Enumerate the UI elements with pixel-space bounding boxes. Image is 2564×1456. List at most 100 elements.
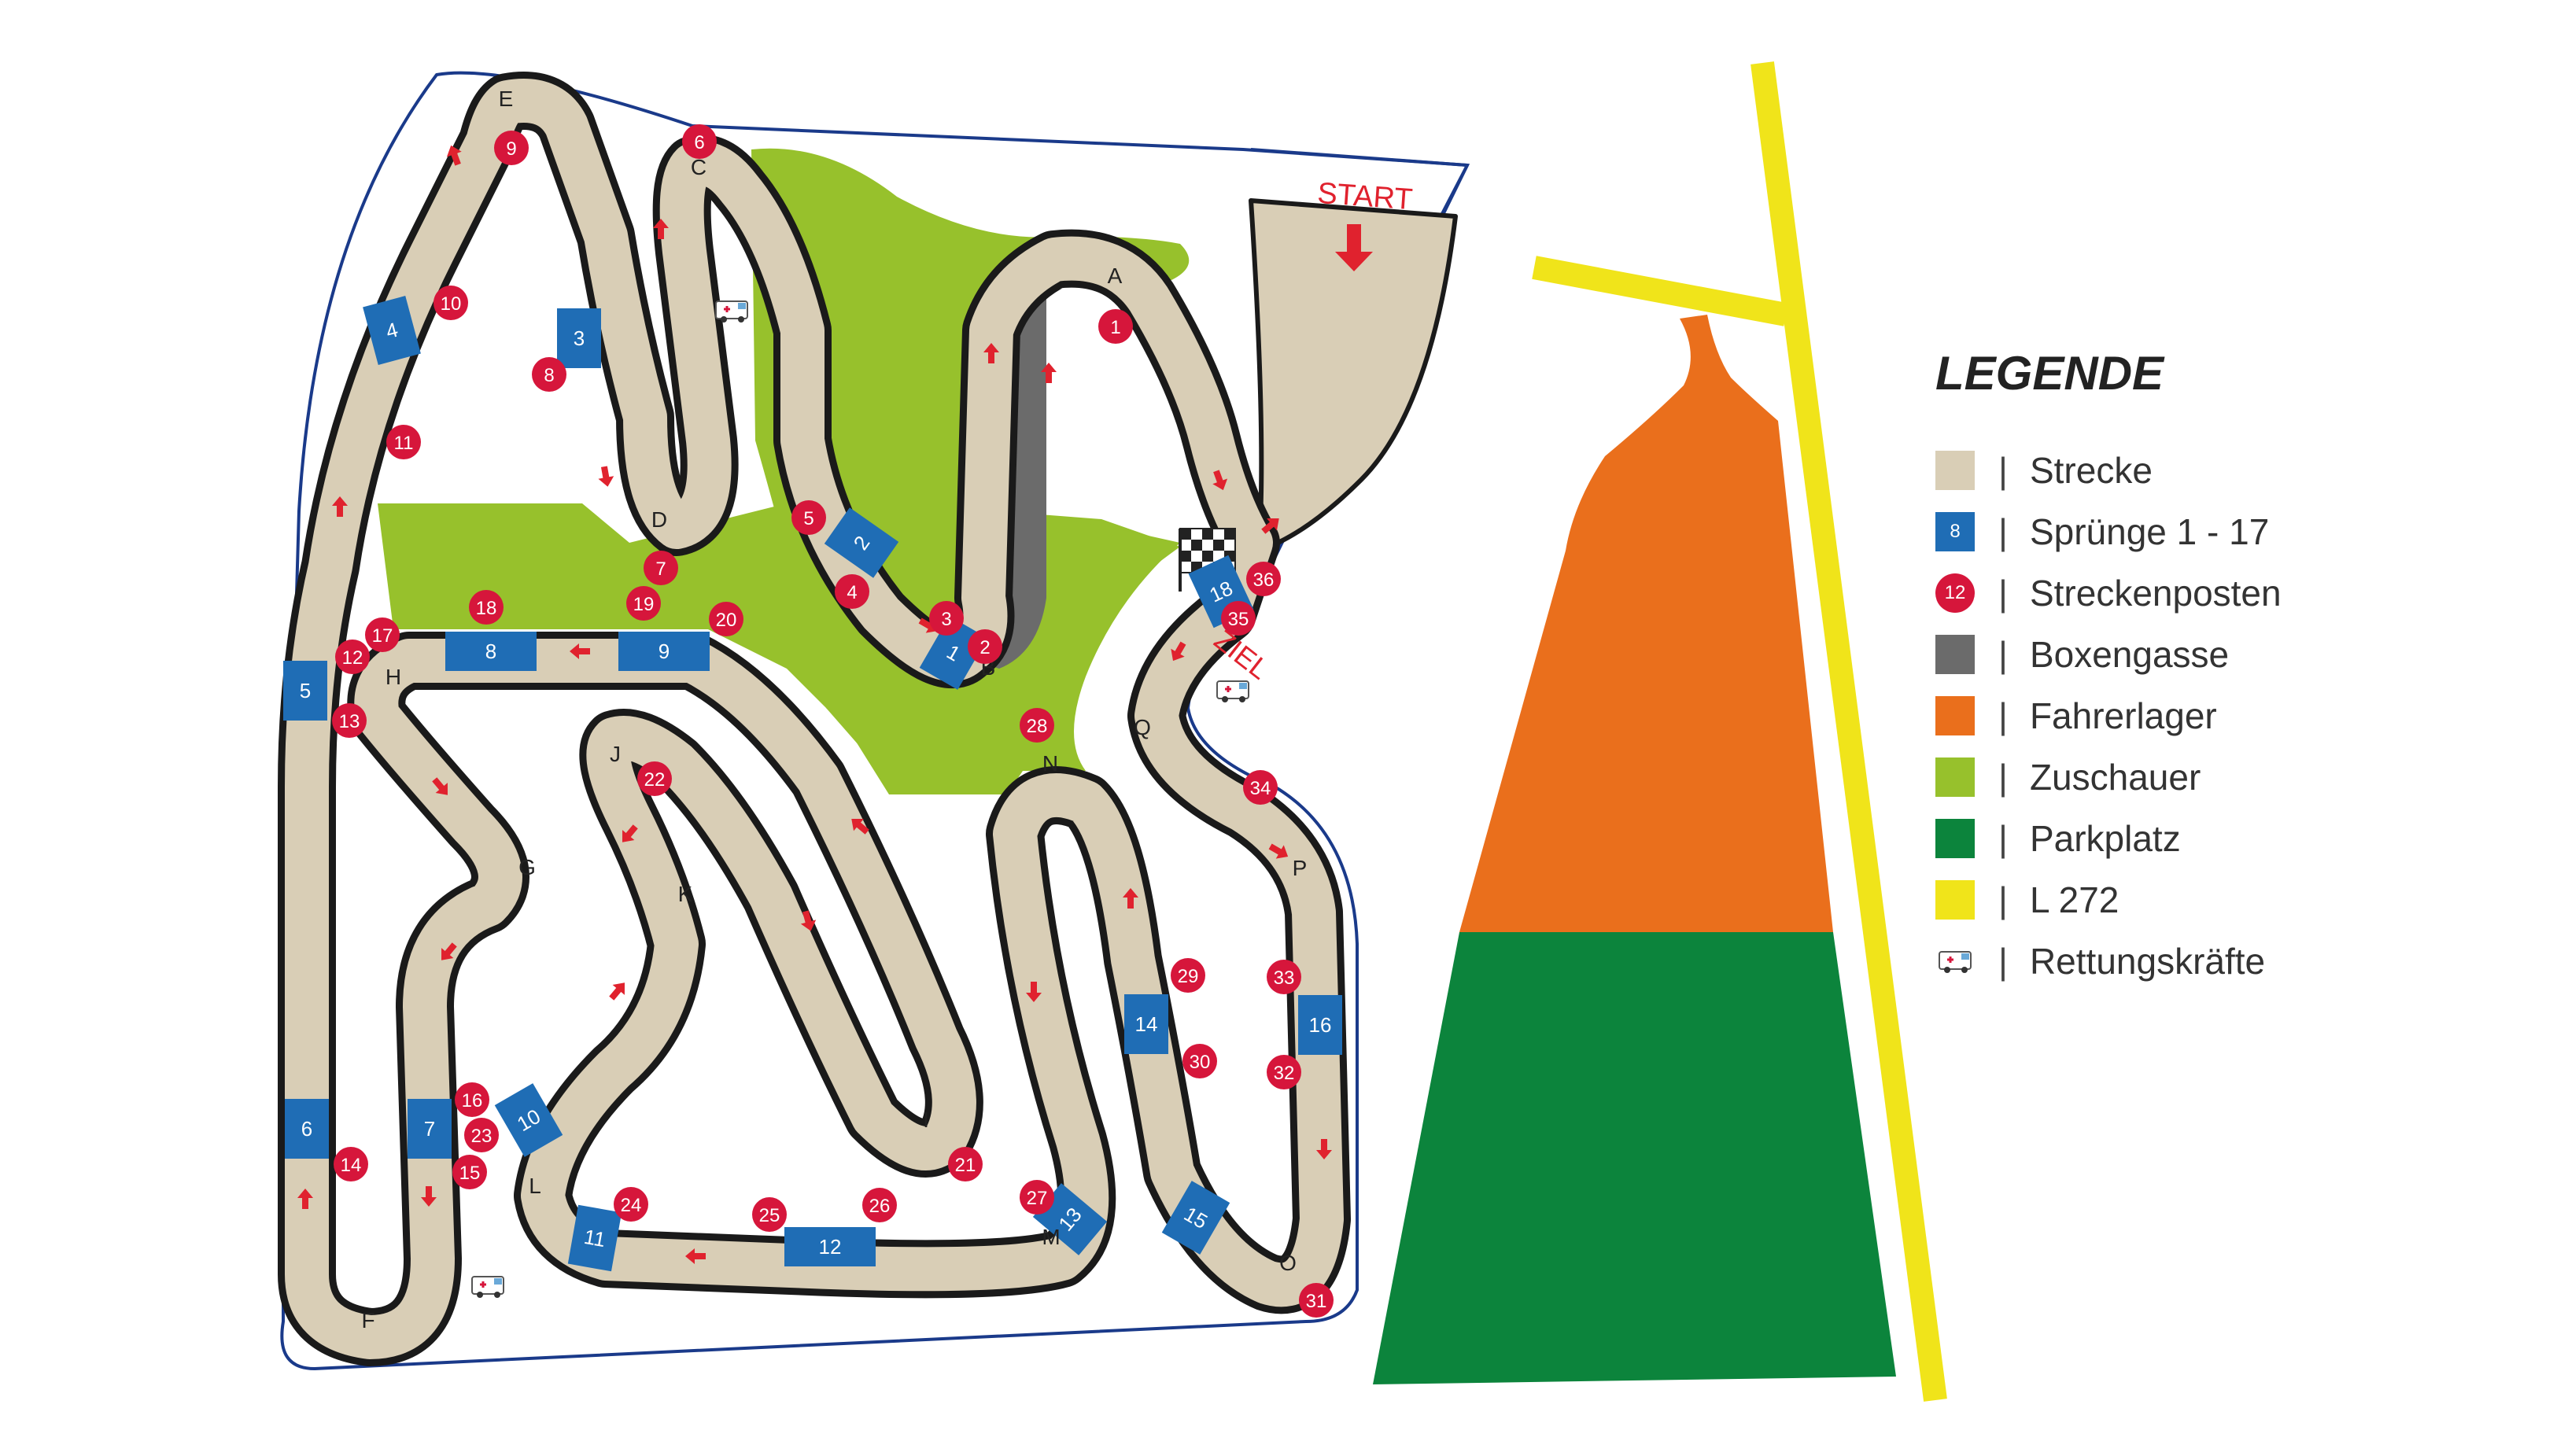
marshal-post-label: 13 bbox=[339, 711, 360, 732]
marshal-post-label: 12 bbox=[342, 647, 363, 669]
direction-arrow-icon bbox=[441, 942, 457, 960]
legend-separator: | bbox=[1998, 757, 2008, 798]
direction-arrow-icon bbox=[800, 910, 817, 931]
section-letter-G: G bbox=[518, 855, 536, 879]
marshal-post-31: 31 bbox=[1299, 1283, 1334, 1318]
marshal-post-35: 35 bbox=[1221, 601, 1256, 636]
legend-item: 12|Streckenposten bbox=[1935, 562, 2533, 624]
section-letter-D: D bbox=[651, 507, 667, 532]
marshal-post-label: 32 bbox=[1274, 1063, 1295, 1084]
marshal-post-33: 33 bbox=[1267, 960, 1301, 994]
parking-area bbox=[1373, 932, 1896, 1384]
marshal-post-11: 11 bbox=[386, 425, 421, 459]
marshal-post-1: 1 bbox=[1098, 309, 1133, 344]
legend-item-label: Fahrerlager bbox=[2029, 695, 2217, 736]
jump-12: 12 bbox=[784, 1227, 876, 1266]
marshal-post-label: 6 bbox=[694, 132, 704, 153]
jump-label: 5 bbox=[300, 679, 311, 702]
marshal-post-3: 3 bbox=[929, 601, 964, 636]
marshal-post-label: 20 bbox=[716, 610, 737, 631]
jump-label: 12 bbox=[819, 1235, 842, 1259]
jump-8: 8 bbox=[445, 632, 537, 671]
marshal-post-label: 8 bbox=[544, 365, 554, 386]
jump-label: 3 bbox=[574, 326, 585, 350]
legend-item-label: Sprünge 1 - 17 bbox=[2029, 511, 2270, 552]
ambulance-icon bbox=[715, 300, 748, 323]
marshal-post-label: 22 bbox=[644, 769, 666, 791]
road-l272-branch bbox=[1532, 256, 1788, 326]
marshal-post-label: 10 bbox=[441, 293, 462, 315]
legend-swatch bbox=[1935, 880, 1975, 920]
section-letter-P: P bbox=[1293, 856, 1308, 880]
marshal-post-label: 27 bbox=[1027, 1188, 1048, 1209]
legend-swatch bbox=[1935, 696, 1975, 735]
marshal-post-label: 24 bbox=[621, 1195, 642, 1216]
legend-swatch bbox=[1935, 635, 1975, 674]
jump-label: 8 bbox=[485, 640, 496, 663]
legend-separator: | bbox=[1998, 941, 2008, 982]
legend-item: |Parkplatz bbox=[1935, 808, 2533, 869]
marshal-post-label: 28 bbox=[1027, 716, 1048, 737]
marshal-post-label: 2 bbox=[979, 637, 990, 658]
direction-arrow-icon bbox=[332, 496, 348, 517]
direction-arrow-icon bbox=[622, 824, 638, 842]
jump-16: 16 bbox=[1298, 995, 1342, 1055]
legend-separator: | bbox=[1998, 695, 2008, 736]
start-arrow-icon bbox=[1335, 224, 1373, 271]
direction-arrow-icon bbox=[1041, 363, 1057, 383]
direction-arrow-icon bbox=[609, 982, 625, 1001]
legend-separator: | bbox=[1998, 511, 2008, 552]
marshal-post-28: 28 bbox=[1020, 708, 1054, 743]
marshal-post-13: 13 bbox=[332, 703, 367, 738]
legend-item-label: Streckenposten bbox=[2029, 573, 2282, 614]
direction-arrow-icon bbox=[1316, 1139, 1332, 1159]
section-letter-O: O bbox=[1279, 1251, 1297, 1275]
legend-swatch: 12 bbox=[1935, 573, 1975, 613]
marshal-post-label: 31 bbox=[1306, 1291, 1327, 1312]
marshal-post-5: 5 bbox=[791, 500, 826, 535]
marshal-post-label: 11 bbox=[394, 433, 414, 454]
marshal-post-label: 25 bbox=[759, 1205, 780, 1226]
marshal-post-21: 21 bbox=[948, 1147, 983, 1181]
marshal-post-10: 10 bbox=[433, 286, 468, 320]
marshal-post-label: 14 bbox=[341, 1155, 362, 1176]
legend-item: | Strecke bbox=[1935, 440, 2533, 501]
paddock-area bbox=[1459, 315, 1833, 932]
legend-swatch bbox=[1935, 757, 1975, 797]
section-letter-I: I bbox=[923, 1108, 929, 1132]
section-letter-E: E bbox=[499, 87, 514, 111]
jump-14: 14 bbox=[1124, 994, 1168, 1054]
legend-item: |Boxengasse bbox=[1935, 624, 2533, 685]
marshal-post-20: 20 bbox=[709, 602, 743, 636]
jump-label: 11 bbox=[582, 1225, 607, 1251]
section-letter-C: C bbox=[691, 155, 706, 179]
marshal-post-label: 35 bbox=[1228, 609, 1249, 630]
jump-label: 14 bbox=[1135, 1012, 1158, 1036]
legend-item: |Zuschauer bbox=[1935, 746, 2533, 808]
marshal-post-17: 17 bbox=[365, 617, 400, 652]
direction-arrow-icon bbox=[851, 819, 869, 835]
marshal-post-label: 34 bbox=[1250, 778, 1271, 799]
legend-separator: | bbox=[1998, 450, 2008, 491]
legend-separator: | bbox=[1998, 634, 2008, 675]
direction-arrow-icon bbox=[432, 777, 448, 795]
race-track bbox=[278, 72, 1351, 1366]
legend-swatch-badge: 8 bbox=[1950, 521, 1961, 542]
direction-arrow-icon bbox=[1212, 470, 1228, 491]
marshal-post-22: 22 bbox=[637, 761, 672, 796]
marshal-post-label: 29 bbox=[1178, 966, 1199, 987]
marshal-post-27: 27 bbox=[1020, 1180, 1054, 1215]
jump-label: 9 bbox=[659, 640, 670, 663]
marshal-post-label: 16 bbox=[462, 1090, 483, 1111]
legend-title: LEGENDE bbox=[1935, 347, 2164, 400]
direction-arrow-icon bbox=[421, 1186, 437, 1207]
legend-item-label: Rettungskräfte bbox=[2029, 941, 2266, 982]
legend-item-label: Strecke bbox=[2029, 450, 2153, 491]
jump-11: 11 bbox=[567, 1204, 622, 1272]
legend-swatch bbox=[1935, 451, 1975, 490]
direction-arrow-icon bbox=[297, 1189, 313, 1209]
